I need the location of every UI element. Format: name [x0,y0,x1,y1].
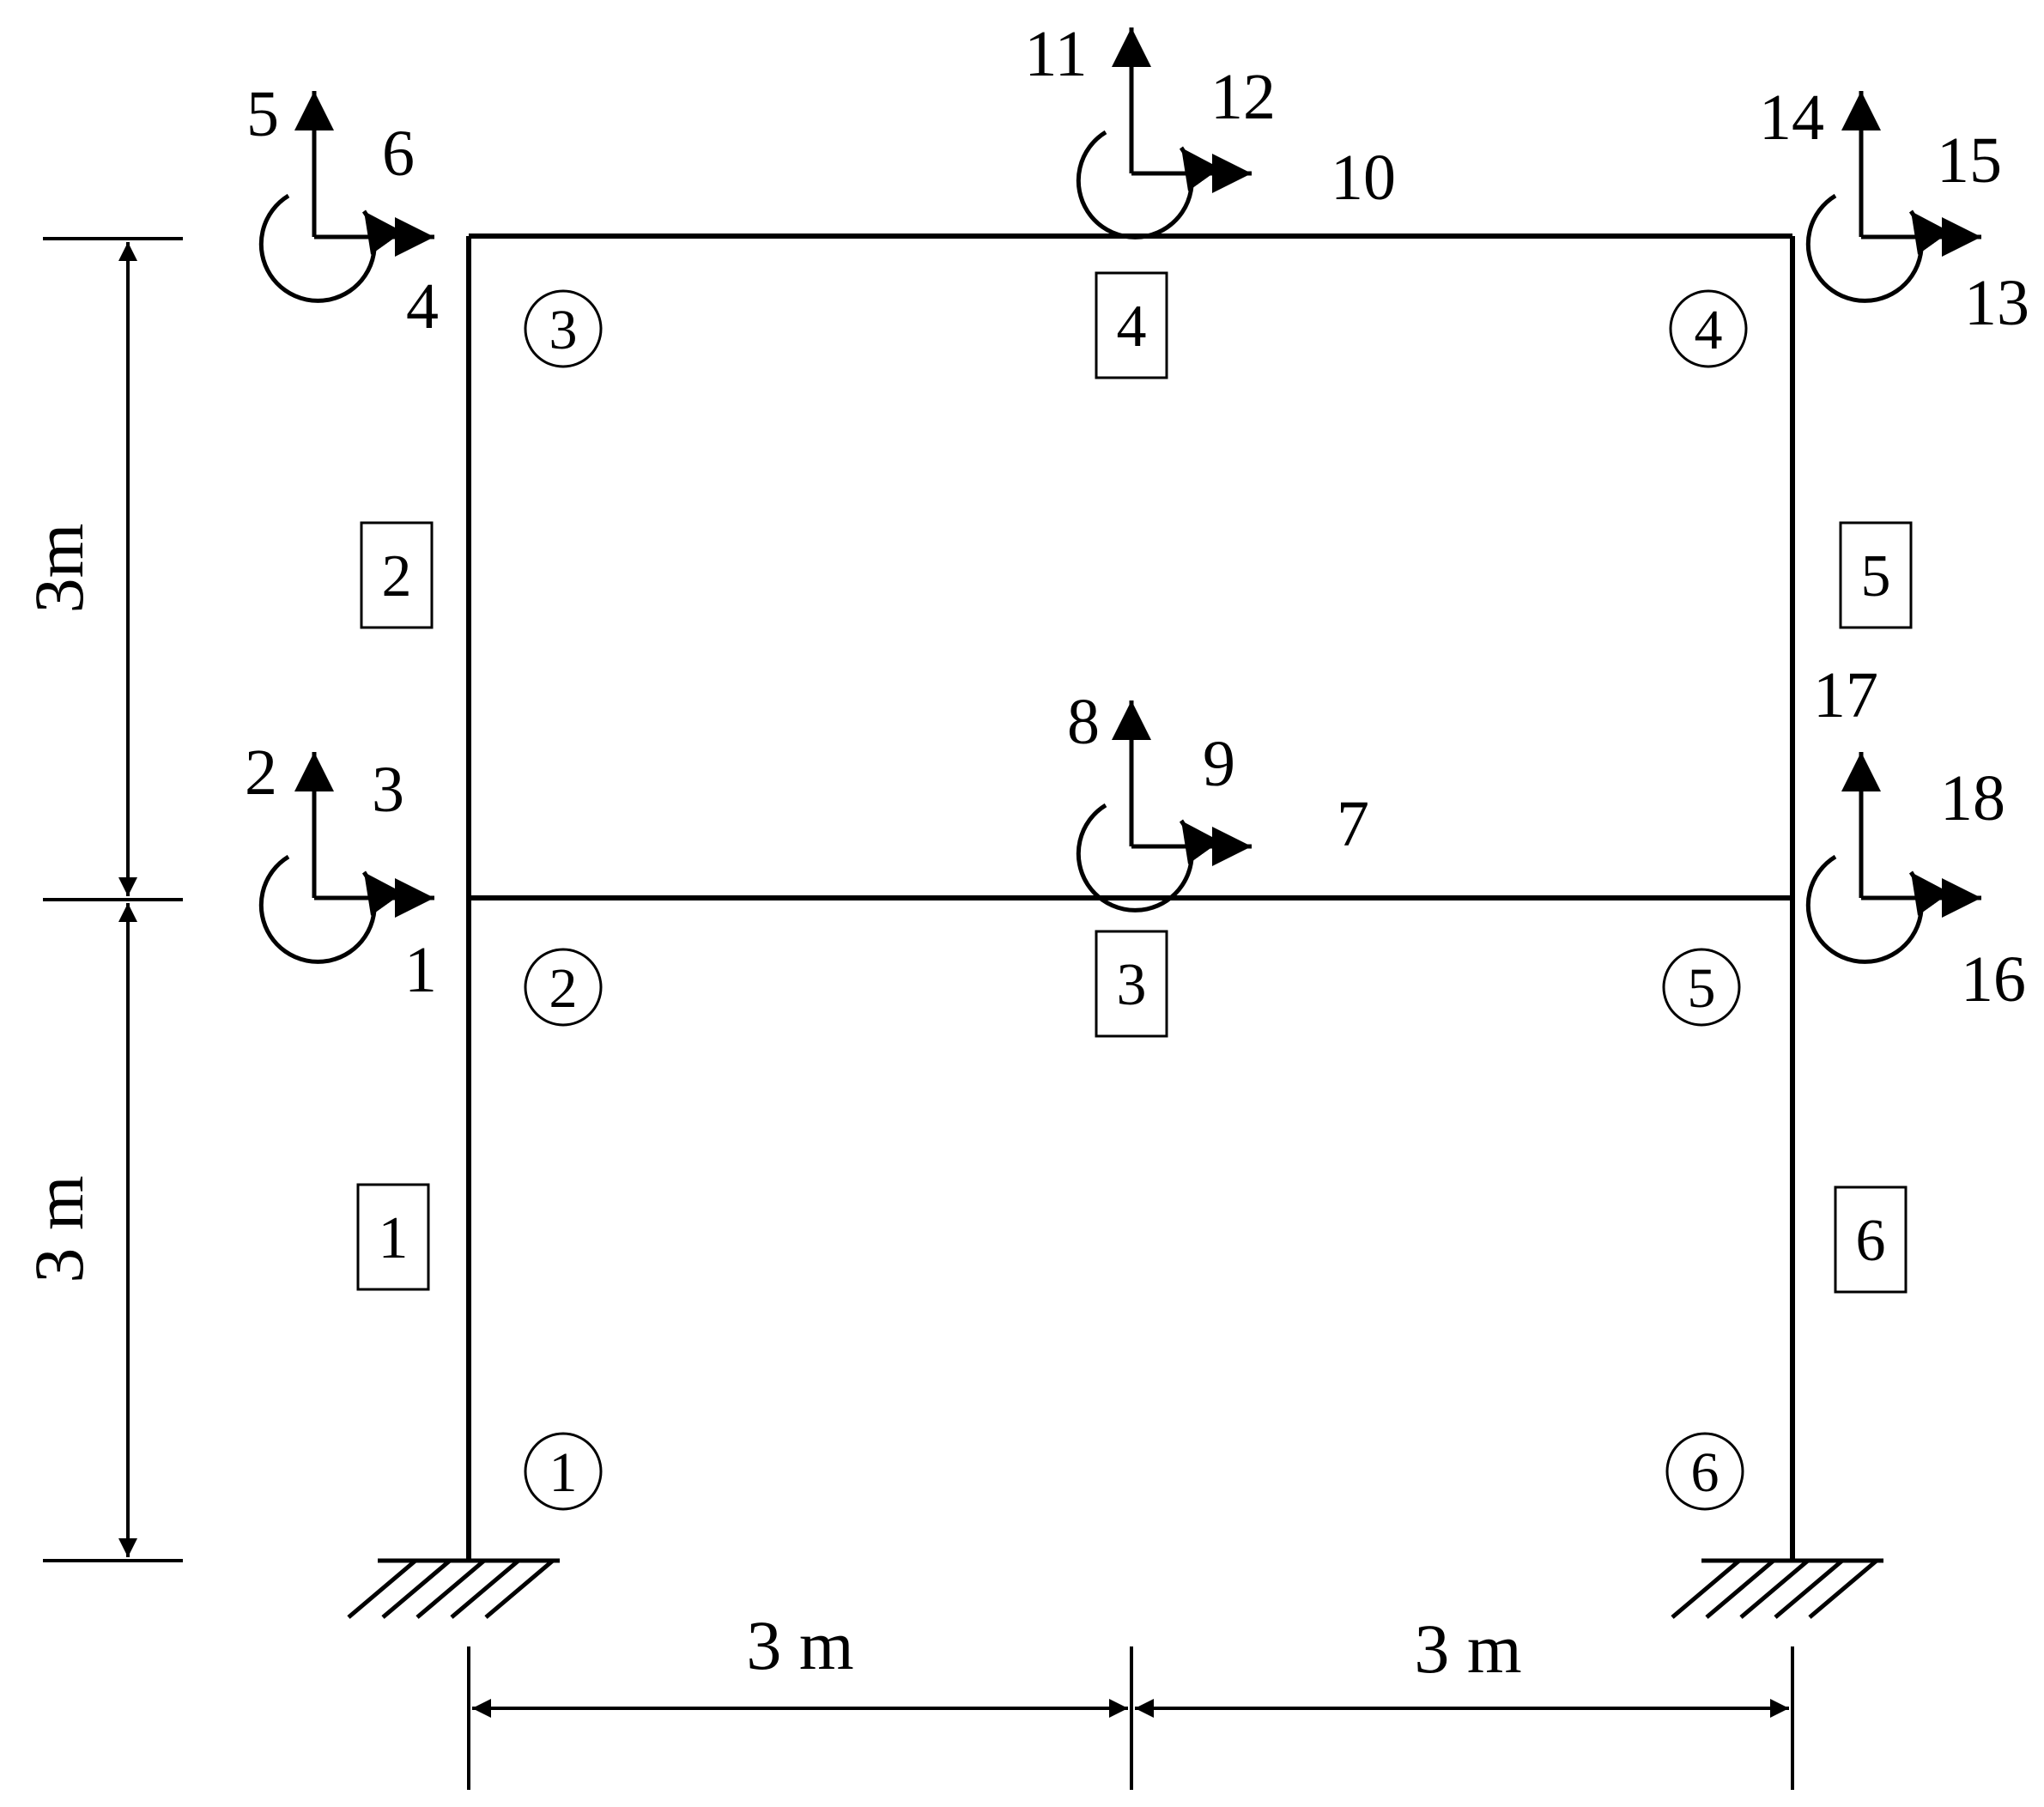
element-boxes [356,271,1913,1294]
dof-symbols [258,27,1981,964]
dof-rotation-arc [258,854,403,964]
element-box [360,521,434,629]
dof-rotation-arc [258,193,403,303]
element-number: 3 [1117,952,1147,1018]
dof-label: 3 [372,754,404,826]
dimension-horizontal [467,1646,1794,1790]
node-number: 4 [1695,299,1723,361]
dof-label: 12 [1210,61,1276,133]
element-box [1095,271,1168,379]
node-circle [524,289,603,368]
dimension-vertical [43,237,183,1562]
dof-symbol [1076,27,1252,240]
node-circle [1665,1432,1744,1511]
fixed-support-left [347,1558,560,1619]
node-number: 2 [549,957,578,1020]
dof-label: 13 [1964,267,2029,339]
element-numbers: 1 2 3 4 5 6 [379,294,1891,1274]
node-labels [524,289,1748,1511]
dof-rotation-arc [1076,130,1221,240]
dof-symbol [258,752,434,964]
dof-label: 16 [1961,943,2026,1016]
element-box [356,1183,430,1291]
dof-rotation-arc [1076,803,1221,913]
element-number: 6 [1856,1208,1886,1274]
node-number: 6 [1691,1441,1720,1504]
fixed-support-right [1671,1558,1883,1619]
element-number: 2 [382,543,412,609]
dof-label: 7 [1337,788,1369,860]
node-circle [524,1432,603,1511]
dof-label: 15 [1937,124,2002,197]
node-number: 1 [549,1441,578,1504]
dof-label: 8 [1067,686,1100,758]
node-number: 5 [1688,957,1716,1020]
dof-label: 1 [404,934,437,1006]
dimension-label-span-right: 3 m [1414,1610,1521,1688]
node-number: 3 [549,299,578,361]
dof-symbol [1805,91,1981,303]
dof-label: 6 [382,118,415,190]
dimension-label-height-lower: 3 m [20,1175,98,1282]
node-circle [1669,289,1748,368]
dof-label: 4 [406,270,439,343]
node-circle [1662,948,1741,1027]
dof-symbol [1805,752,1981,964]
dof-rotation-arc [1805,854,1950,964]
element-number: 5 [1861,543,1891,609]
element-box [1834,1185,1908,1294]
dof-label: 14 [1759,82,1824,154]
dimension-label-span-left: 3 m [746,1606,853,1684]
frame-members [466,233,1795,1561]
dof-label: 2 [245,737,277,809]
element-box [1839,521,1913,629]
dof-symbol [258,91,434,303]
node-circle [524,948,603,1027]
element-box [1095,930,1168,1038]
dof-labels: 1 2 3 4 5 6 7 8 9 10 11 12 13 14 15 16 1… [245,18,2029,1016]
dof-label: 9 [1203,728,1235,800]
element-number: 1 [379,1205,409,1271]
dof-label: 17 [1813,659,1878,731]
dof-label: 5 [246,78,279,150]
dof-symbol [1076,700,1252,913]
dof-rotation-arc [1805,193,1950,303]
dof-label: 10 [1331,142,1396,214]
dof-label: 18 [1940,762,2005,834]
element-number: 4 [1117,294,1147,360]
dof-label: 11 [1024,18,1087,90]
dimension-label-height-upper: 3m [20,524,98,614]
node-numbers: 1 2 3 4 5 6 [549,299,1723,1504]
